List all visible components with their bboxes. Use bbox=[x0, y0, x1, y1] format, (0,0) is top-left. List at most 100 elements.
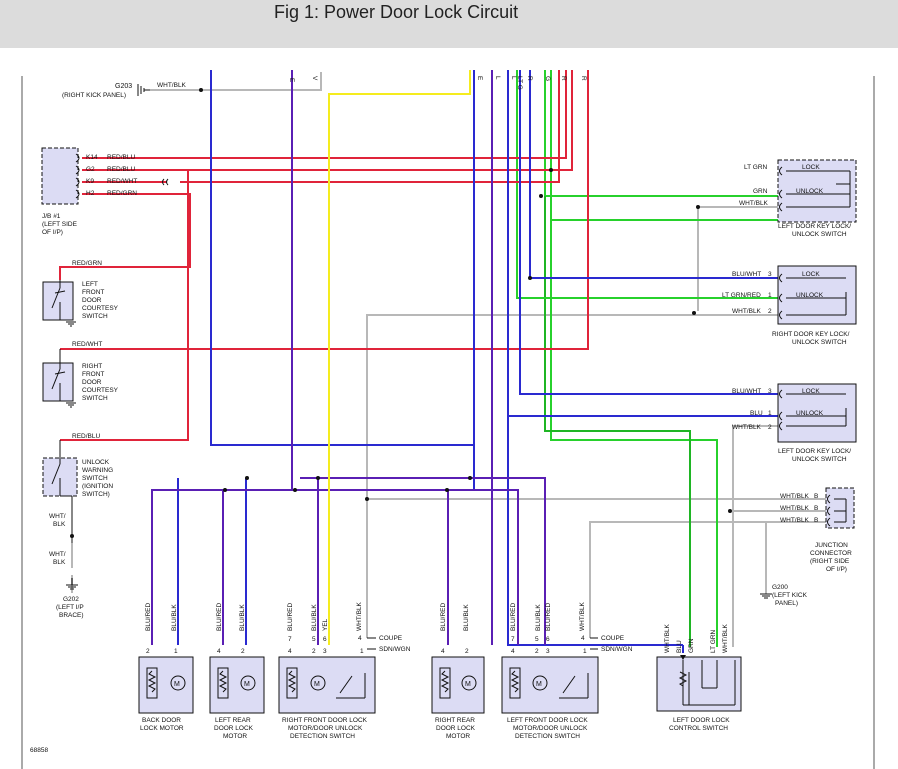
courtesy-left-label: DOOR bbox=[82, 297, 102, 304]
sdn-wgn-note: SDN/WGN bbox=[601, 646, 633, 653]
ground-g203: G203 (RIGHT KICK PANEL) WHT/BLK bbox=[62, 82, 187, 99]
rks-pin: LOCK bbox=[802, 271, 820, 278]
diagram-frame bbox=[21, 76, 875, 769]
left-front-door-lock-motor: M BLU/RED BLU/BLK BLU/RED WHT/BLK 7 5 6 … bbox=[501, 601, 599, 740]
comp-label: DETECTION SWITCH bbox=[290, 733, 355, 740]
unlock-warning-wire: RED/BLU bbox=[72, 433, 100, 440]
jc-pin: B bbox=[814, 493, 818, 500]
ground-symbol-icon bbox=[137, 84, 150, 96]
g200-location: (LEFT KICK bbox=[772, 592, 808, 599]
wire-tag: L bbox=[494, 76, 501, 80]
comp-wire: BLU/RED bbox=[287, 603, 294, 631]
ground-symbol-icon bbox=[760, 593, 772, 599]
jb1-pin: G2 bbox=[86, 166, 95, 173]
comp-wire: BLU bbox=[676, 640, 683, 653]
connector-notes: 4 COUPE SDN/WGN 4 COUPE SDN/WGN bbox=[358, 635, 633, 653]
rks-label: RIGHT DOOR KEY LOCK/ bbox=[772, 331, 850, 338]
comp-label: RIGHT FRONT DOOR LOCK bbox=[282, 717, 368, 724]
jb1-wire: RED/GRN bbox=[107, 190, 137, 197]
wire-tag: V bbox=[311, 76, 318, 81]
unlock-warning-wire-below: BLK bbox=[53, 521, 66, 528]
jc-label: JUNCTION bbox=[815, 542, 848, 549]
g200-location: PANEL) bbox=[775, 600, 798, 607]
comp-wire: GRN bbox=[688, 638, 695, 653]
comp-pin-bottom: 4 bbox=[288, 648, 292, 655]
comp-pin-top: 6 bbox=[546, 636, 550, 643]
wire-tag: R bbox=[560, 76, 567, 81]
comp-wire: BLU/BLK bbox=[239, 604, 246, 631]
g202-location: (LEFT I/P bbox=[56, 604, 84, 611]
comp-label: MOTOR/DOOR UNLOCK bbox=[513, 725, 588, 732]
jc-wire: WHT/BLK bbox=[780, 505, 810, 512]
comp-wire: BLU/RED bbox=[145, 603, 152, 631]
courtesy-right-label: SWITCH bbox=[82, 395, 108, 402]
motor-icon: M bbox=[314, 681, 320, 688]
courtesy-left-label: FRONT bbox=[82, 289, 104, 296]
jb1-pin: K9 bbox=[86, 178, 94, 185]
comp-wire: BLU/BLK bbox=[463, 604, 470, 631]
lks1-pin: UNLOCK bbox=[796, 188, 824, 195]
unlock-warning-wire-below: WHT/ bbox=[49, 513, 66, 520]
lks2-wire: BLU/WHT bbox=[732, 388, 761, 395]
unlock-warning-wire-below: WHT/ bbox=[49, 551, 66, 558]
comp-label: LOCK MOTOR bbox=[140, 725, 184, 732]
courtesy-right-label: RIGHT bbox=[82, 363, 102, 370]
lks2-pin: LOCK bbox=[802, 388, 820, 395]
wire-tag: LT G bbox=[516, 76, 523, 90]
ground-symbol-icon bbox=[66, 402, 76, 408]
jc-wire: WHT/BLK bbox=[780, 493, 810, 500]
comp-pin-top: 5 bbox=[312, 636, 316, 643]
rks-pin: UNLOCK bbox=[796, 292, 824, 299]
splice-dots bbox=[70, 88, 732, 538]
jb1-label: (LEFT SIDE bbox=[42, 221, 78, 228]
right-front-door-lock-motor: M BLU/RED BLU/BLK YEL WHT/BLK 7 5 6 4 2 … bbox=[278, 601, 376, 740]
courtesy-left-label: SWITCH bbox=[82, 313, 108, 320]
unlock-warning-wire-below: BLK bbox=[53, 559, 66, 566]
ground-symbol-icon bbox=[66, 578, 78, 590]
courtesy-right-wire: RED/WHT bbox=[72, 341, 102, 348]
comp-wire: WHT/BLK bbox=[664, 623, 671, 653]
jb1-pin: H2 bbox=[86, 190, 95, 197]
comp-wire: BLU/RED bbox=[440, 603, 447, 631]
lks1-pin: LOCK bbox=[802, 164, 820, 171]
jb1-label: J/B #1 bbox=[42, 213, 61, 220]
rks-wire: BLU/WHT bbox=[732, 271, 761, 278]
figure-number: 68858 bbox=[30, 747, 48, 754]
left-rear-door-lock-motor: M BLU/RED BLU/BLK 4 2 LEFT REAR DOOR LOC… bbox=[209, 603, 265, 740]
wiring-diagram: G203 (RIGHT KICK PANEL) WHT/BLK E V E L … bbox=[21, 70, 875, 769]
wire-tag: L bbox=[510, 76, 517, 80]
rks-pin-number: 1 bbox=[768, 292, 772, 299]
unlock-warning-switch: RED/BLU UNLOCK WARNING SWITCH (IGNITION … bbox=[42, 433, 113, 566]
wire-tag: R bbox=[526, 76, 533, 81]
comp-pin: 4 bbox=[217, 648, 221, 655]
g200-name: G200 bbox=[772, 584, 788, 591]
rks-label: UNLOCK SWITCH bbox=[792, 339, 847, 346]
comp-pin: 4 bbox=[441, 648, 445, 655]
jb1-pin: K14 bbox=[86, 154, 98, 161]
g203-location: (RIGHT KICK PANEL) bbox=[62, 92, 126, 99]
comp-pin: 2 bbox=[465, 648, 469, 655]
comp-pin: 1 bbox=[174, 648, 178, 655]
lks1-label: UNLOCK SWITCH bbox=[792, 231, 847, 238]
comp-pin-bottom: 1 bbox=[360, 648, 364, 655]
courtesy-right-label: DOOR bbox=[82, 379, 102, 386]
unlock-warning-label: SWITCH bbox=[82, 475, 108, 482]
comp-pin-top: 7 bbox=[511, 636, 515, 643]
comp-label: MOTOR bbox=[223, 733, 247, 740]
comp-pin-top: 6 bbox=[323, 636, 327, 643]
comp-pin-bottom: 3 bbox=[323, 648, 327, 655]
comp-pin-top: 7 bbox=[288, 636, 292, 643]
comp-wire: BLU/BLK bbox=[171, 604, 178, 631]
back-door-lock-motor: M BLU/RED BLU/BLK 2 1 BACK DOOR LOCK MOT… bbox=[138, 603, 194, 732]
lks2-wire: BLU bbox=[750, 410, 763, 417]
comp-pin-bottom: 2 bbox=[535, 648, 539, 655]
courtesy-left-label: COURTESY bbox=[82, 305, 119, 312]
jc-label: CONNECTOR bbox=[810, 550, 852, 557]
comp-wire: BLU/RED bbox=[216, 603, 223, 631]
right-front-courtesy-switch: RED/WHT RIGHT FRONT DOOR COURTESY SWITCH bbox=[42, 341, 119, 408]
rks-pin-number: 3 bbox=[768, 271, 772, 278]
comp-label: CONTROL SWITCH bbox=[669, 725, 728, 732]
lks1-wire: LT GRN bbox=[744, 164, 768, 171]
courtesy-right-label: FRONT bbox=[82, 371, 104, 378]
comp-pin: 2 bbox=[241, 648, 245, 655]
